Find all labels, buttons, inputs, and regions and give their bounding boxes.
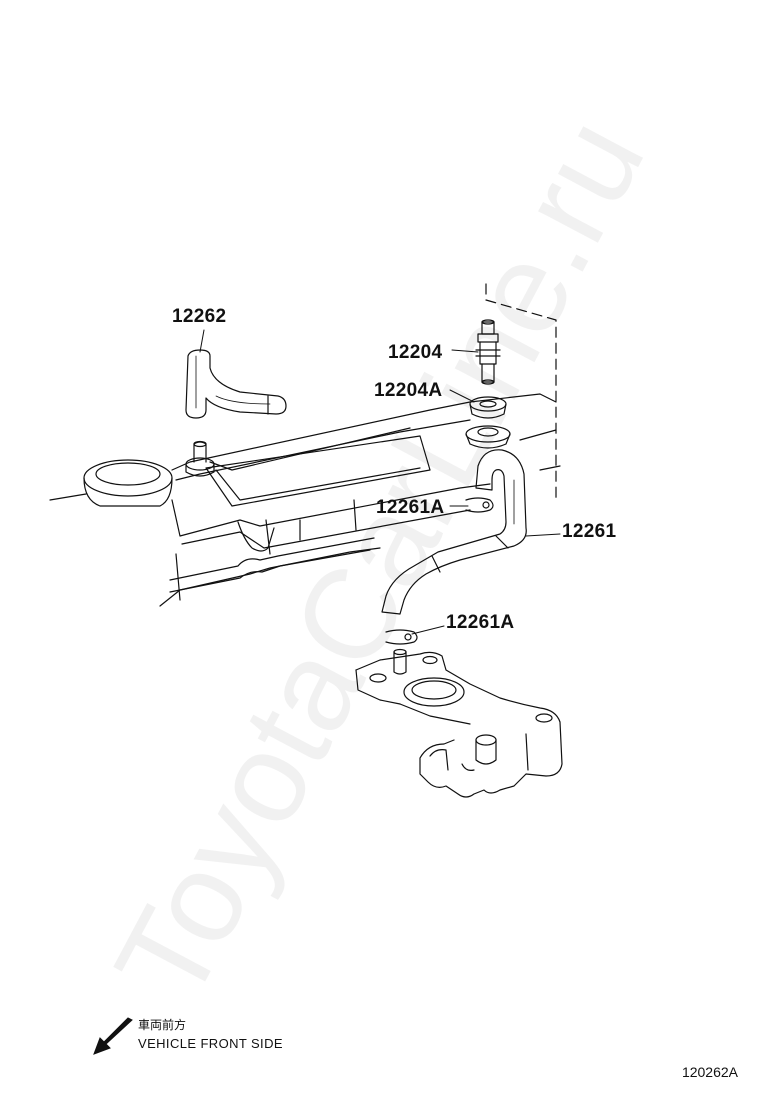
vehicle-front-side-label-jp: 車両前方 [138, 1018, 187, 1032]
grommet-12204a [465, 396, 511, 449]
label-12261a-upper: 12261A [376, 497, 444, 518]
label-12204a: 12204A [374, 380, 442, 401]
leader-lines [199, 329, 561, 635]
phantom-reference-line [485, 283, 557, 499]
front-direction-arrow-icon [93, 1017, 133, 1055]
label-12261: 12261 [562, 521, 616, 542]
vehicle-front-side-label: VEHICLE FRONT SIDE [138, 1036, 283, 1051]
pcv-valve-12204 [475, 319, 501, 385]
diagram-code: 120262A [681, 1064, 738, 1080]
label-12204: 12204 [388, 342, 442, 363]
hose-clip-12261a-upper [465, 497, 494, 513]
ventilation-hose-12262 [185, 349, 287, 419]
pcv-hose-12261 [381, 449, 527, 615]
label-12262: 12262 [172, 306, 226, 327]
hose-clip-12261a-lower [385, 629, 418, 645]
label-12261a-lower: 12261A [446, 612, 514, 633]
intake-connector [355, 648, 563, 798]
cylinder-head-cover [49, 393, 561, 607]
